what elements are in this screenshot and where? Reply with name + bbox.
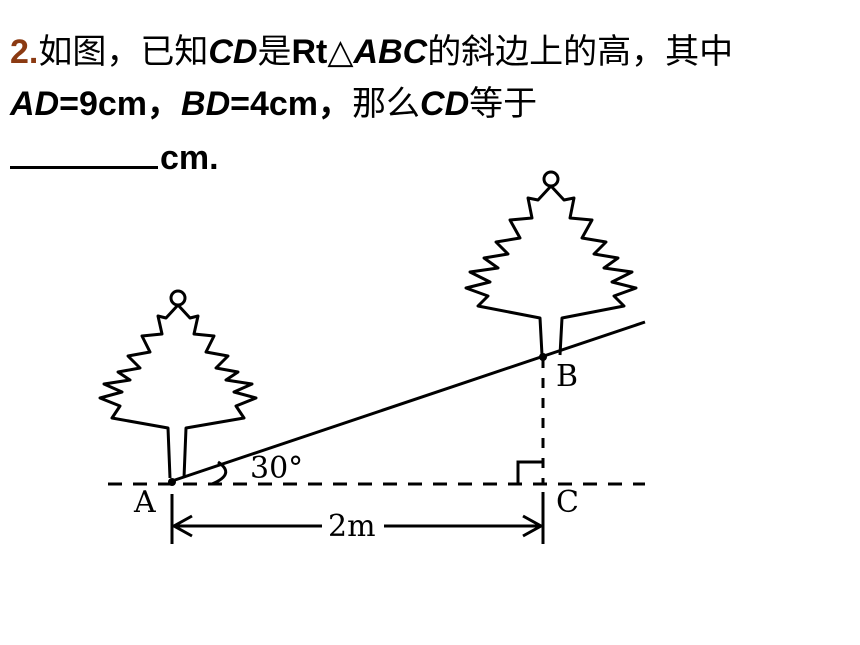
question-part-4: 那么: [352, 84, 421, 124]
left-tree-icon: [98, 289, 258, 479]
angle-label: 30°: [250, 451, 303, 486]
angle-arc: [211, 460, 228, 486]
segment-cd-label-2: CD: [420, 85, 470, 123]
question-number: 2.: [10, 33, 39, 71]
question-part-3: 的斜边上的高，其中: [427, 32, 734, 72]
point-a-dot: [168, 478, 176, 486]
right-angle-mark: [516, 460, 543, 484]
label-a: A: [133, 485, 156, 520]
segment-ad-label: AD: [10, 85, 60, 123]
point-b-dot: [539, 353, 547, 361]
answer-unit: cm.: [160, 139, 219, 177]
label-b: B: [556, 359, 578, 394]
label-c: C: [556, 485, 579, 520]
distance-measure: [170, 492, 545, 544]
answer-blank: [10, 130, 158, 169]
segment-cd-label: CD: [208, 33, 258, 71]
slope-line: [171, 320, 646, 483]
segment-bd-value: =4cm，: [230, 85, 353, 123]
question-text: 2.如图，已知CD是Rt△ABC的斜边上的高，其中AD=9cm，BD=4cm，那…: [10, 26, 850, 184]
triangle-symbol: △: [327, 32, 354, 72]
distance-label: 2m: [328, 509, 376, 544]
right-tree-icon: [464, 170, 638, 356]
rt-label: Rt: [291, 33, 328, 71]
question-part-1: 如图，已知: [38, 32, 209, 72]
triangle-abc-label: ABC: [353, 33, 428, 71]
segment-ad-value: =9cm，: [59, 85, 182, 123]
question-part-5: 等于: [469, 84, 538, 124]
segment-bd-label: BD: [181, 85, 231, 123]
question-part-2: 是: [257, 32, 292, 72]
